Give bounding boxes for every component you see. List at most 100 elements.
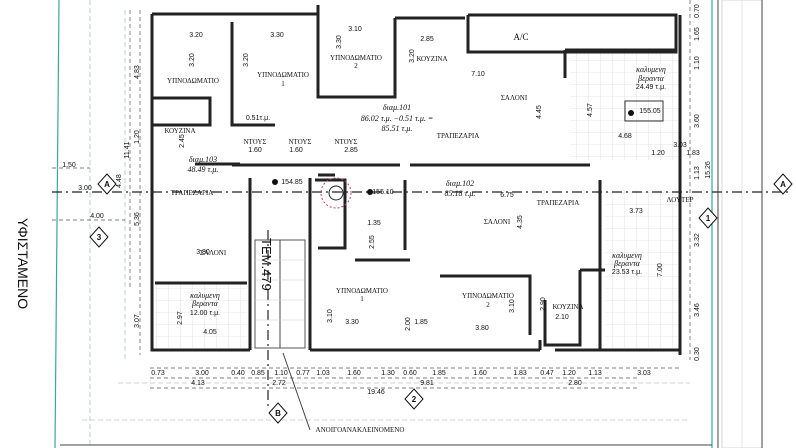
svg-text:ΚΟΥΖΙΝΑ: ΚΟΥΖΙΝΑ — [164, 127, 195, 135]
svg-text:0.40: 0.40 — [231, 370, 245, 377]
axis-marker-1: 1 — [698, 207, 718, 229]
svg-text:ΝΤΟΥΣ: ΝΤΟΥΣ — [334, 138, 357, 146]
svg-text:1.20: 1.20 — [651, 150, 665, 157]
svg-text:1.60: 1.60 — [289, 147, 303, 154]
window-note: ΑΝΟΙΓΟΑΝΑΚΛΕΙΝΟΜΕΝΟ — [316, 426, 405, 434]
svg-text:B: B — [275, 409, 281, 418]
apartment-102: διαμ.102 85.18 τ.μ. ΤΡΑΠΕΖΑΡΙΑ ΣΑΛΟΝΙ ΥΠ… — [336, 179, 642, 311]
axis-markers: A A 3 1 B 2 — [89, 173, 793, 424]
svg-text:ΣΑΛΟΝΙ: ΣΑΛΟΝΙ — [501, 94, 528, 102]
svg-text:3.20: 3.20 — [189, 53, 196, 67]
svg-text:3.60: 3.60 — [694, 114, 701, 128]
svg-text:155.10: 155.10 — [372, 189, 394, 196]
svg-text:3.20: 3.20 — [409, 49, 416, 63]
svg-text:4.35: 4.35 — [517, 215, 524, 229]
svg-text:καλυμενη: καλυμενη — [612, 251, 642, 260]
svg-text:ΚΟΥΖΙΝΑ: ΚΟΥΖΙΝΑ — [552, 303, 583, 311]
svg-text:ΥΠΝΟΔΩΜΑΤΙΟ: ΥΠΝΟΔΩΜΑΤΙΟ — [257, 71, 309, 79]
svg-text:3.20: 3.20 — [189, 32, 203, 39]
svg-text:1.83: 1.83 — [686, 150, 700, 157]
svg-text:3.10: 3.10 — [348, 26, 362, 33]
svg-text:1.85: 1.85 — [414, 319, 428, 326]
svg-text:2.85: 2.85 — [344, 147, 358, 154]
svg-text:βεραντα: βεραντα — [637, 74, 665, 83]
ac-label: A/C — [513, 32, 528, 42]
svg-text:1.30: 1.30 — [381, 370, 395, 377]
svg-text:A: A — [780, 180, 786, 189]
svg-text:3.32: 3.32 — [694, 233, 701, 247]
svg-text:6.75: 6.75 — [500, 192, 514, 199]
apartment-103: ΥΠΝΟΔΩΜΑΤΙΟ ΚΟΥΖΙΝΑ διαμ.103 48.49 τ.μ. … — [164, 77, 226, 317]
svg-text:βεραντα: βεραντα — [613, 259, 641, 268]
svg-text:1.13: 1.13 — [588, 370, 602, 377]
svg-text:7.10: 7.10 — [471, 71, 485, 78]
svg-text:ΝΤΟΥΣ: ΝΤΟΥΣ — [288, 138, 311, 146]
svg-text:1.65: 1.65 — [694, 27, 701, 41]
svg-text:1.60: 1.60 — [248, 147, 262, 154]
svg-text:0.51τ.μ.: 0.51τ.μ. — [246, 115, 270, 122]
svg-text:1.60: 1.60 — [347, 370, 361, 377]
svg-text:2.45: 2.45 — [179, 134, 186, 148]
svg-text:1.10: 1.10 — [274, 370, 288, 377]
svg-text:3.46: 3.46 — [694, 303, 701, 317]
svg-text:2.85: 2.85 — [420, 36, 434, 43]
svg-text:3.00: 3.00 — [195, 370, 209, 377]
svg-text:7.00: 7.00 — [657, 263, 664, 277]
axis-marker-a-left: A — [97, 173, 117, 195]
svg-text:0.70: 0.70 — [694, 4, 701, 18]
axis-marker-b: B — [268, 402, 288, 424]
svg-text:διαμ.103: διαμ.103 — [189, 155, 217, 164]
paving-tiles — [721, 0, 763, 448]
svg-text:3.00: 3.00 — [78, 185, 92, 192]
stair — [254, 177, 352, 349]
svg-text:24.49 τ.μ.: 24.49 τ.μ. — [636, 84, 666, 91]
svg-text:0.85: 0.85 — [251, 370, 265, 377]
axis-marker-a-right: A — [773, 173, 793, 195]
svg-text:καλυμενη: καλυμενη — [636, 65, 666, 74]
svg-text:ΥΠΝΟΔΩΜΑΤΙΟ: ΥΠΝΟΔΩΜΑΤΙΟ — [167, 77, 219, 85]
svg-text:2: 2 — [354, 62, 358, 70]
axis-marker-2: 2 — [404, 388, 424, 410]
svg-text:3: 3 — [97, 233, 102, 242]
svg-text:4.05: 4.05 — [203, 329, 217, 336]
svg-text:0.73: 0.73 — [151, 370, 165, 377]
svg-text:4.68: 4.68 — [618, 133, 632, 140]
svg-text:3.10: 3.10 — [509, 299, 516, 313]
svg-text:1.13: 1.13 — [694, 166, 701, 180]
svg-text:ΝΤΟΥΣ: ΝΤΟΥΣ — [243, 138, 266, 146]
svg-text:1: 1 — [706, 214, 711, 223]
svg-text:A: A — [104, 180, 110, 189]
svg-text:3.80: 3.80 — [196, 249, 210, 256]
svg-text:48.49 τ.μ.: 48.49 τ.μ. — [188, 165, 219, 174]
svg-text:9.81: 9.81 — [420, 380, 434, 387]
svg-text:2.80: 2.80 — [568, 380, 582, 387]
svg-text:3.30: 3.30 — [345, 319, 359, 326]
svg-text:85.18 τ.μ.: 85.18 τ.μ. — [445, 189, 476, 198]
svg-text:3.03: 3.03 — [637, 370, 651, 377]
svg-text:1.35: 1.35 — [367, 220, 381, 227]
lavatory-label: ΛΟΥΤΕΡ — [667, 196, 694, 204]
bottom-dimensions: 0.73 3.00 0.40 0.85 1.10 0.77 1.03 1.60 … — [151, 370, 651, 396]
axis-marker-3: 3 — [89, 226, 109, 248]
svg-text:12.00 τ.μ.: 12.00 τ.μ. — [190, 310, 220, 317]
svg-text:1.50: 1.50 — [62, 162, 76, 169]
svg-text:ΥΠΝΟΔΩΜΑΤΙΟ: ΥΠΝΟΔΩΜΑΤΙΟ — [462, 292, 514, 300]
level-marks: 154.85 155.10 155.05 — [272, 100, 664, 196]
svg-text:ΤΡΑΠΕΖΑΡΙΑ: ΤΡΑΠΕΖΑΡΙΑ — [171, 189, 214, 197]
svg-text:2: 2 — [412, 395, 417, 404]
svg-text:4.13: 4.13 — [191, 380, 205, 387]
svg-text:4.83: 4.83 — [134, 65, 141, 79]
svg-text:0.30: 0.30 — [694, 347, 701, 361]
walls — [150, 5, 682, 355]
svg-text:καλυμενη: καλυμενη — [190, 291, 220, 300]
svg-text:15.26: 15.26 — [705, 161, 712, 179]
dimension-lines — [52, 0, 691, 389]
svg-text:1.60: 1.60 — [473, 370, 487, 377]
svg-text:2.90: 2.90 — [540, 297, 547, 311]
svg-text:4.48: 4.48 — [116, 174, 123, 188]
right-dimensions: 0.70 1.65 1.10 3.60 1.13 15.26 3.32 3.46… — [694, 4, 712, 361]
veranda-tiles — [155, 50, 680, 348]
svg-text:2.97: 2.97 — [177, 311, 184, 325]
svg-text:1: 1 — [281, 80, 285, 88]
